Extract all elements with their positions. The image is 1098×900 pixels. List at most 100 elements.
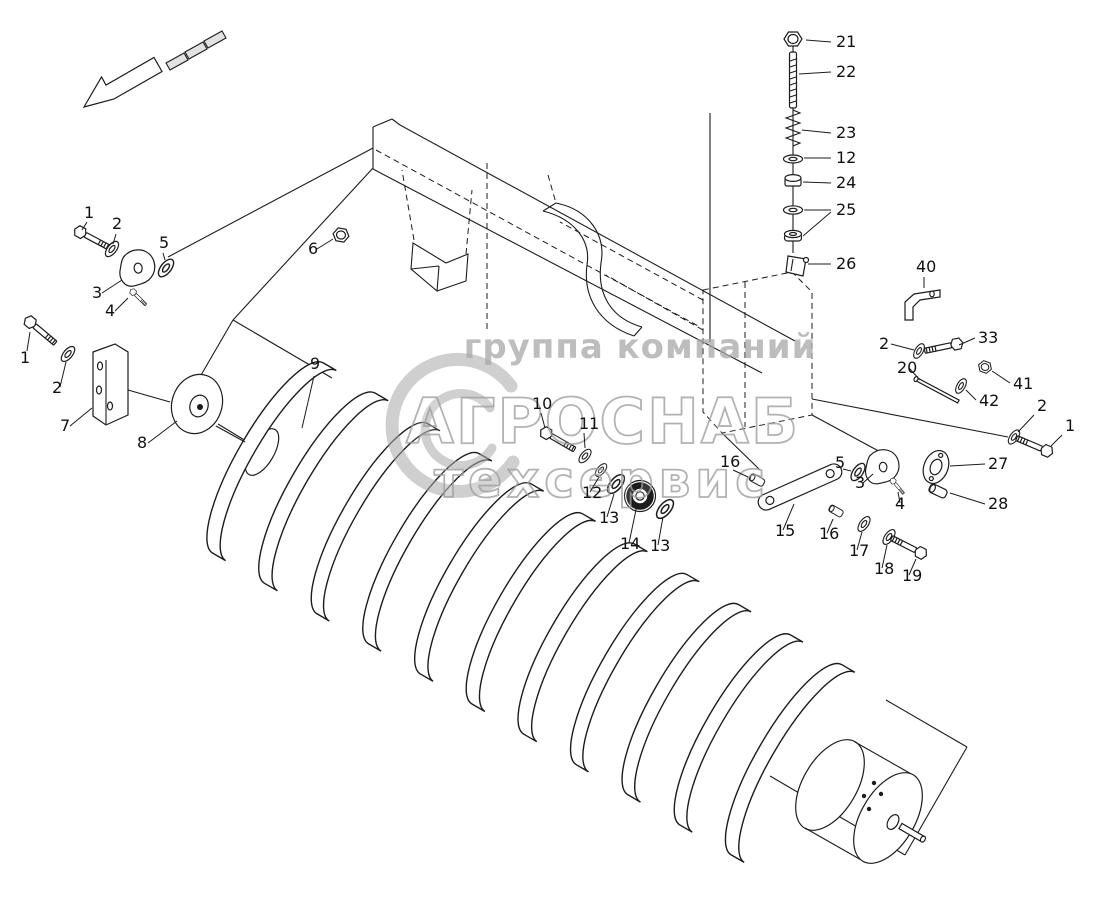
callout-14: 14 (620, 534, 640, 553)
frame-hidden-line (401, 169, 415, 241)
flange-part-27 (922, 450, 950, 484)
bracket-part-40 (904, 289, 941, 321)
leader-line-15 (782, 503, 795, 531)
leader-line-14 (628, 504, 638, 544)
frame-line (811, 414, 887, 456)
leader-line-12 (589, 476, 600, 493)
frame-line (410, 265, 440, 270)
watermark-line2: АГРОСНАБ (406, 385, 800, 458)
mount-plate-part-7 (92, 343, 129, 426)
leader-line-23 (801, 129, 832, 134)
auger-drum (795, 739, 914, 862)
leader-line-2 (890, 343, 915, 351)
frame-line (372, 168, 763, 374)
callout-42: 42 (979, 391, 999, 410)
leader-line-13 (657, 516, 664, 546)
leader-line-27 (949, 463, 986, 467)
callout-4: 4 (895, 494, 905, 513)
shaft-stub (898, 822, 927, 843)
frame-hidden-line (547, 174, 557, 204)
frame-line (196, 319, 234, 383)
link-part-15 (757, 463, 843, 511)
frame-line (542, 202, 557, 212)
auger-flight-5 (414, 481, 545, 682)
auger-spiral (206, 361, 856, 864)
callout-7: 7 (60, 416, 70, 435)
bolt-part-19 (888, 532, 930, 562)
leader-line-5 (162, 252, 166, 261)
callout-1: 1 (84, 203, 94, 222)
callout-4: 4 (105, 301, 115, 320)
callout-2: 2 (52, 378, 62, 397)
drum-hole (866, 806, 872, 812)
auger-flight-7 (517, 542, 648, 743)
washer-part-42 (952, 376, 970, 396)
frame-hidden-line (559, 221, 704, 301)
disc-part-8 (170, 373, 246, 443)
leader-line-4 (114, 297, 129, 312)
frame-line (127, 389, 171, 403)
watermark-swoosh-inner (420, 389, 497, 470)
leader-line-18 (881, 544, 888, 569)
bracket-part-3 (116, 247, 158, 289)
leader-line-16 (826, 518, 834, 534)
leader-line-28 (949, 492, 986, 505)
leader-line-17 (856, 531, 863, 551)
callout-41: 41 (1013, 374, 1033, 393)
frame-line (232, 167, 374, 321)
bolt-part-1 (71, 223, 113, 253)
callout-2: 2 (1037, 396, 1047, 415)
callout-33: 33 (978, 328, 998, 347)
watermark-swoosh-outer (385, 352, 520, 498)
leader-line-19 (908, 558, 917, 576)
nut-part-6 (331, 226, 351, 244)
washer-part-2b (58, 343, 78, 365)
bolt-part-33 (922, 336, 965, 357)
leader-line-8 (147, 420, 178, 444)
callout-2: 2 (879, 334, 889, 353)
callout-5: 5 (159, 233, 169, 252)
leader-line-33 (958, 337, 976, 346)
leader-line-2 (59, 361, 67, 388)
callout-26: 26 (836, 254, 856, 273)
machine-frame-linework (127, 46, 1009, 856)
watermark: группа компаний АГРОСНАБ техсервис (385, 327, 815, 510)
leader-line-1 (1050, 434, 1063, 447)
callout-15: 15 (775, 521, 795, 540)
frame-line (372, 118, 393, 128)
auger-flight-9 (621, 602, 752, 803)
washer-part-17 (855, 513, 873, 535)
nut-part-21 (783, 31, 803, 47)
leader-line-7 (69, 407, 93, 427)
leader-line-11 (583, 432, 586, 449)
frame-line (721, 432, 761, 471)
leader-line-24 (802, 181, 832, 184)
callout-12: 12 (836, 148, 856, 167)
callout-9: 9 (310, 354, 320, 373)
leader-line-2 (112, 233, 117, 245)
frame-line (633, 326, 643, 337)
callout-22: 22 (836, 62, 856, 81)
callout-23: 23 (836, 123, 856, 142)
leader-line-10 (540, 412, 546, 429)
drum-hole (861, 793, 867, 799)
callout-28: 28 (988, 494, 1008, 513)
auger-flight-11 (724, 662, 856, 864)
watermark-line3: техсервис (434, 451, 770, 509)
leader-line-3 (101, 279, 123, 294)
direction-arrow-icon (82, 30, 227, 108)
callout-16: 16 (819, 524, 839, 543)
callout-5: 5 (835, 453, 845, 472)
auger-flight-8 (569, 572, 700, 773)
frame-hidden-line (375, 149, 701, 328)
callout-24: 24 (836, 173, 856, 192)
bolt-part-1c (1013, 432, 1056, 460)
callout-1: 1 (20, 348, 30, 367)
leader-line-2 (1017, 414, 1035, 433)
callout-12: 12 (582, 483, 602, 502)
washer-part-25b (783, 229, 803, 242)
auger-flight-10 (673, 633, 804, 833)
frame-hidden-line (605, 274, 704, 331)
callout-25: 25 (836, 200, 856, 219)
